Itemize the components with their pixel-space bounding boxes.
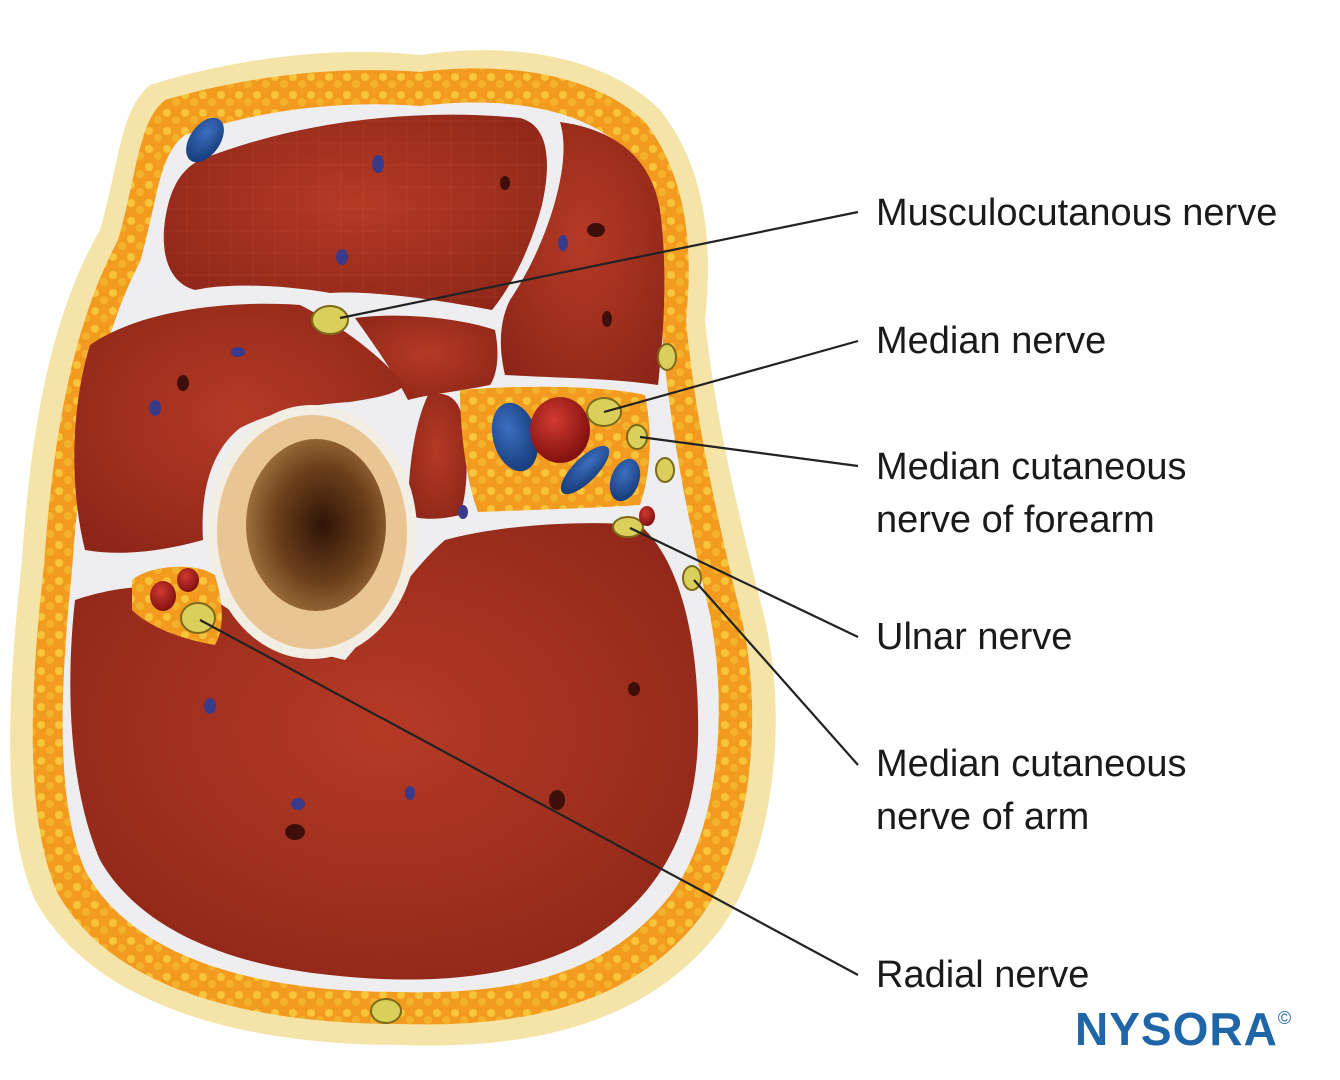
brachialis (355, 315, 498, 400)
triceps-lateral (74, 303, 406, 553)
radial-groove-bundle (132, 566, 222, 645)
leader-lines (199, 210, 859, 976)
leader-radial (199, 619, 859, 976)
leader-median-cutaneous-forearm (639, 435, 859, 468)
label-median-cutaneous-forearm-line1: Median cutaneous (876, 446, 1187, 488)
subcutaneous-nerve-medial (655, 457, 675, 483)
nysora-logo: NYSORA© (1075, 1002, 1292, 1056)
copyright-mark: © (1277, 1008, 1293, 1028)
brachial-artery (530, 397, 590, 463)
intramuscular-arteries (177, 176, 640, 840)
brachial-vein-2 (609, 458, 641, 502)
label-musculocutaneous-nerve: Musculocutanous nerve (876, 192, 1278, 234)
leader-median-cutaneous-arm (693, 579, 859, 766)
leader-musculocutaneous (339, 210, 859, 320)
profunda-artery-2 (177, 568, 199, 592)
logo-text: NYSORA (1075, 1003, 1278, 1055)
subcutaneous-nerve-lateral (657, 343, 677, 371)
humerus (207, 405, 417, 659)
humerus-marrow (246, 439, 386, 611)
cephalic-vein (186, 117, 224, 163)
label-radial-nerve: Radial nerve (876, 954, 1090, 996)
biceps-short-head (500, 122, 665, 385)
posterior-cutaneous-nerve (370, 998, 402, 1024)
ulnar-collateral-artery (639, 506, 655, 526)
label-median-cutaneous-arm-line2: nerve of arm (876, 796, 1090, 838)
musculocutaneous-nerve-shape (311, 305, 349, 335)
brachial-vein-1 (491, 402, 539, 472)
label-median-cutaneous-arm-line1: Median cutaneous (876, 743, 1187, 785)
label-ulnar-nerve: Ulnar nerve (876, 616, 1073, 658)
label-median-cutaneous-forearm-line2: nerve of forearm (876, 499, 1155, 541)
intramuscular-vessels (149, 155, 568, 810)
ulnar-nerve-shape (612, 516, 644, 538)
leader-median (603, 339, 859, 414)
medial-neurovascular-bundle (460, 386, 655, 538)
triceps-medial-long (70, 523, 699, 980)
basilic-vein (560, 445, 610, 495)
label-median-nerve: Median nerve (876, 320, 1107, 362)
coracobrachialis (408, 393, 467, 519)
profunda-artery-1 (150, 581, 176, 611)
radial-nerve-shape (180, 602, 216, 634)
leader-ulnar (629, 527, 859, 638)
